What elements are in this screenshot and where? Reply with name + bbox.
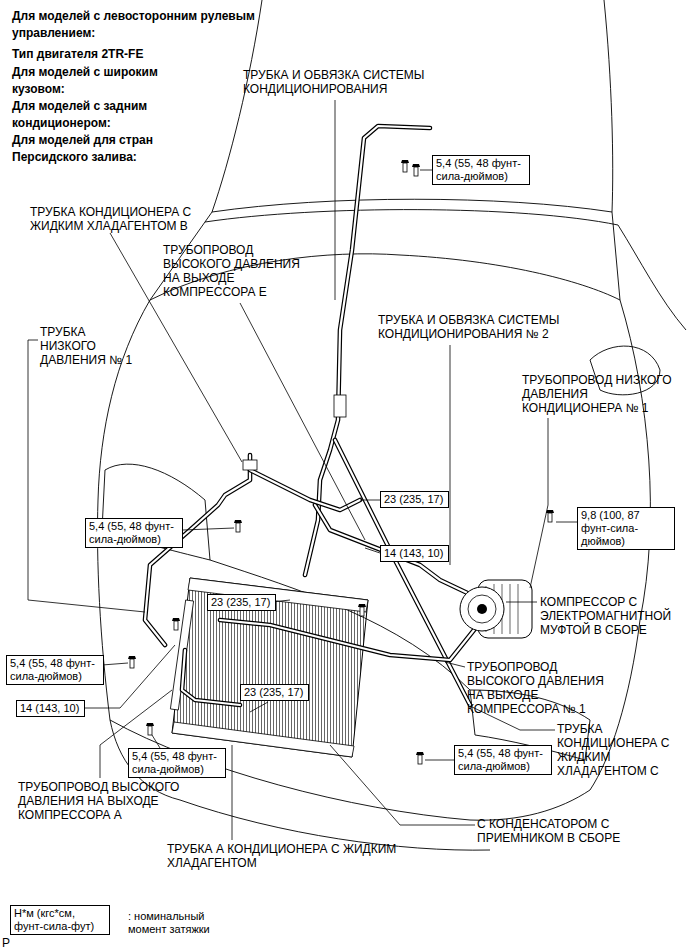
pipes <box>243 460 257 470</box>
condition-note: Для моделей для стран Персидского залива… <box>12 132 162 166</box>
part-label: ТРУБКА И ОБВЯЗКА СИСТЕМЫ КОНДИЦИОНИРОВАН… <box>378 313 653 341</box>
compressor <box>468 595 496 623</box>
torque-box: 5,4 (55, 48 фунт-сила-дюймов) <box>85 518 183 548</box>
bolts <box>358 604 366 616</box>
leader-lines <box>240 303 365 540</box>
torque-value: 5,4 (55, 48 фунт-сила-дюймов) <box>89 520 179 546</box>
pipes <box>250 470 360 510</box>
car-body <box>212 0 262 212</box>
figure-code: P <box>2 936 10 950</box>
torque-box: 14 (143, 10) <box>16 700 85 717</box>
part-label: ТРУБКА НИЗКОГО ДАВЛЕНИЯ № 1 <box>40 325 135 367</box>
leader-lines <box>420 170 432 171</box>
bolts <box>401 160 409 172</box>
condenser <box>172 578 368 757</box>
leader-lines <box>102 663 128 665</box>
torque-box: 23 (235, 17) <box>207 594 276 611</box>
pipes <box>145 455 250 645</box>
torque-value: Н*м (кгс*см, фунт-сила-фут) <box>14 907 106 933</box>
compressor <box>460 587 504 631</box>
car-body <box>590 346 660 395</box>
leader-lines <box>530 418 548 588</box>
torque-box: 5,4 (55, 48 фунт-сила-дюймов) <box>6 655 104 685</box>
torque-value: 23 (235, 17) <box>244 686 305 699</box>
torque-box: 14 (143, 10) <box>380 545 449 562</box>
car-body <box>604 0 613 212</box>
leader-lines <box>506 602 537 603</box>
pipes <box>334 395 346 417</box>
torque-value: 23 (235, 17) <box>384 493 445 506</box>
bolts <box>172 618 180 630</box>
bolts <box>416 752 424 764</box>
bolts <box>412 164 420 176</box>
legend-box: Н*м (кгс*см, фунт-сила-фут) <box>10 905 110 935</box>
part-label: КОМПРЕССОР С ЭЛЕКТРОМАГНИТНОЙ МУФТОЙ В С… <box>540 595 685 637</box>
leader-lines <box>183 528 234 530</box>
leader-lines <box>232 745 233 840</box>
car-body <box>205 210 618 225</box>
pipes <box>145 455 250 645</box>
leader-lines <box>152 735 160 748</box>
torque-value: 14 (143, 10) <box>384 547 445 560</box>
part-label: ТРУБОПРОВОД ВЫСОКОГО ДАВЛЕНИЯ НА ВЫХОДЕ … <box>163 243 313 299</box>
pipes <box>220 620 474 660</box>
condition-note: Для моделей с левосторонним рулевым упра… <box>12 8 287 42</box>
torque-value: 14 (143, 10) <box>20 702 81 715</box>
torque-box: 5,4 (55, 48 фунт-сила-дюймов) <box>432 155 530 185</box>
condition-note: Тип двигателя 2TR-FE <box>12 46 143 63</box>
torque-value: 5,4 (55, 48 фунт-сила-дюймов) <box>132 750 222 776</box>
leader-lines <box>425 760 454 761</box>
torque-value: 9,8 (100, 87 фунт-сила-дюймов) <box>581 509 671 548</box>
bolts <box>128 656 136 668</box>
pipes <box>220 620 474 660</box>
compressor <box>477 604 487 614</box>
part-label: С КОНДЕНСАТОРОМ С ПРИЕМНИКОМ В СБОРЕ <box>477 817 682 845</box>
torque-box: 5,4 (55, 48 фунт-сила-дюймов) <box>454 745 552 775</box>
part-label: ТРУБОПРОВОД ВЫСОКОГО ДАВЛЕНИЯ НА ВЫХОДЕ … <box>18 780 218 822</box>
bolts <box>146 723 154 735</box>
leader-lines <box>365 548 380 553</box>
torque-value: 5,4 (55, 48 фунт-сила-дюймов) <box>10 657 100 683</box>
bolts <box>234 520 242 532</box>
torque-box: 9,8 (100, 87 фунт-сила-дюймов) <box>577 507 675 550</box>
pipes <box>182 650 240 705</box>
pipes <box>145 126 478 705</box>
part-label: ТРУБКА КОНДИЦИОНЕРА С ЖИДКИМ ХЛАДАГЕНТОМ… <box>30 205 210 233</box>
torque-box: 23 (235, 17) <box>380 491 449 508</box>
pipes <box>182 650 240 705</box>
compressor <box>460 580 532 638</box>
condenser <box>188 578 368 612</box>
part-label: ТРУБОПРОВОД ВЫСОКОГО ДАВЛЕНИЯ НА ВЫХОДЕ … <box>467 660 617 716</box>
leader-lines <box>250 702 268 712</box>
leader-lines <box>556 522 577 523</box>
pipes <box>315 505 478 598</box>
part-label: ТРУБКА И ОБВЯЗКА СИСТЕМЫ КОНДИЦИОНИРОВАН… <box>243 68 468 96</box>
car-body <box>98 0 687 850</box>
leader-lines <box>335 100 336 300</box>
leader-lines <box>360 500 380 501</box>
part-label: ТРУБКА КОНДИЦИОНЕРА С ЖИДКИМ ХЛАДАГЕНТОМ… <box>557 722 687 778</box>
pipes <box>315 505 478 598</box>
leader-lines <box>28 100 577 840</box>
torque-box: 23 (235, 17) <box>240 684 309 701</box>
leader-lines <box>28 340 145 612</box>
part-label: ТРУБОПРОВОД НИЗКОГО ДАВЛЕНИЯ КОНДИЦИОНЕР… <box>522 373 672 415</box>
condenser <box>170 578 368 757</box>
legend-text: : номинальный момент затяжки <box>128 910 238 936</box>
car-body <box>618 225 686 330</box>
bolts <box>546 510 554 522</box>
condition-note: Для моделей с задним кондиционером: <box>12 98 162 132</box>
torque-value: 23 (235, 17) <box>211 596 272 609</box>
torque-value: 5,4 (55, 48 фунт-сила-дюймов) <box>436 157 526 183</box>
pipes <box>250 470 360 510</box>
car-body <box>212 199 612 212</box>
leader-lines <box>445 662 465 667</box>
leader-lines <box>450 345 451 565</box>
condition-note: Для моделей с широким кузовом: <box>12 64 162 98</box>
torque-box: 5,4 (55, 48 фунт-сила-дюймов) <box>128 748 226 778</box>
torque-value: 5,4 (55, 48 фунт-сила-дюймов) <box>458 747 548 773</box>
car-body <box>612 212 620 300</box>
part-label: ТРУБКА А КОНДИЦИОНЕРА С ЖИДКИМ ХЛАДАГЕНТ… <box>167 842 412 870</box>
